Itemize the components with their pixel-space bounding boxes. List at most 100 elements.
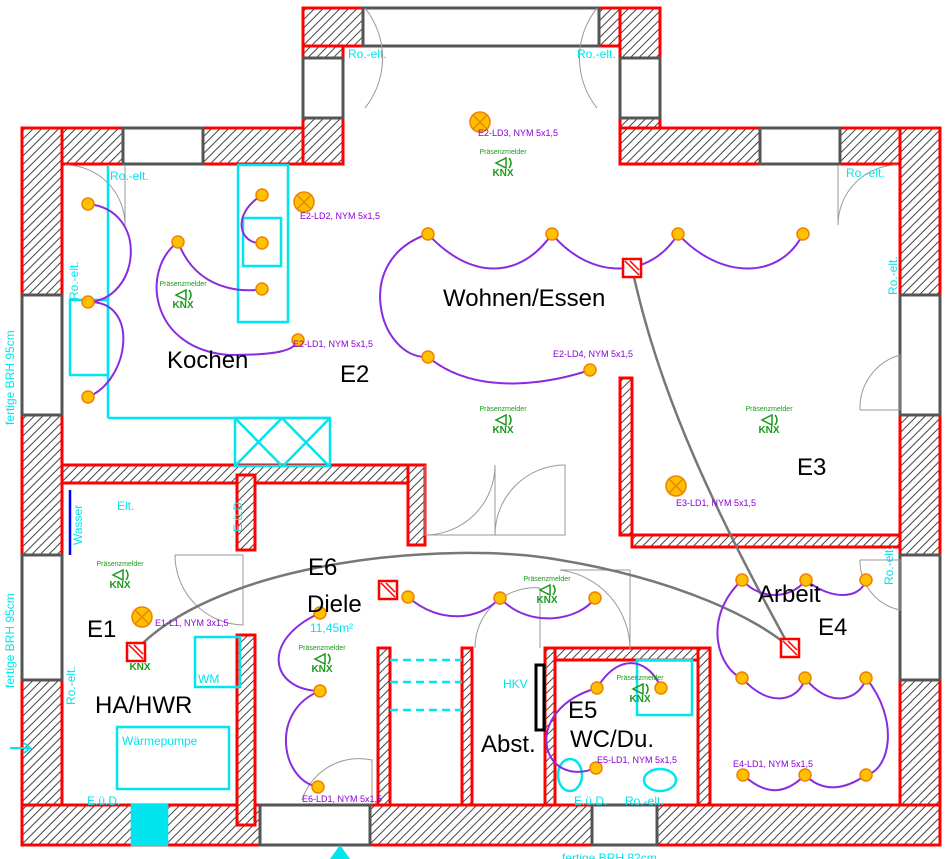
svg-text:Präsenzmelder: Präsenzmelder <box>159 281 207 288</box>
circuit-e5-ld1: E5-LD1, NYM 5x1,5 <box>597 755 677 765</box>
ceiling-lamp-icon <box>588 591 602 605</box>
ceiling-lamp-icon <box>796 227 810 241</box>
entrance-arrow-icon <box>10 742 33 754</box>
brh-95-label: fertige BRH 95cm <box>3 330 17 425</box>
circuit-e2-ld2: E2-LD2, NYM 5x1,5 <box>300 211 380 221</box>
ro-elt-label: Ro.-elt. <box>882 546 896 585</box>
room-label-e4: E4 <box>818 614 847 641</box>
circuit-e3-ld1: E3-LD1, NYM 5x1,5 <box>676 498 756 508</box>
svg-text:KNX: KNX <box>758 425 779 436</box>
svg-text:KNX: KNX <box>492 425 513 436</box>
circuit-e6-ld1: E6-LD1, NYM 5x1,5 <box>302 794 382 804</box>
room-label-wc: WC/Du. <box>570 726 654 753</box>
svg-text:KNX: KNX <box>311 664 332 675</box>
svg-text:KNX: KNX <box>492 168 513 179</box>
ro-elt-label: Ro.-elt. <box>67 261 81 300</box>
svg-text:KNX: KNX <box>629 694 650 705</box>
circuit-e1-l1: E1-L1, NYM 3x1,5 <box>155 618 229 628</box>
waermepumpe-label: Wärmepumpe <box>122 734 198 748</box>
ceiling-lamp-icon <box>545 227 559 241</box>
lamps <box>81 111 873 794</box>
svg-text:Präsenzmelder: Präsenzmelder <box>523 576 571 583</box>
room-label-e3: E3 <box>797 454 826 481</box>
ceiling-lamp-icon <box>171 235 185 249</box>
ceiling-lamp-icon <box>81 390 95 404</box>
ceiling-lamp-icon <box>313 684 327 698</box>
hkv-label: HKV <box>503 677 528 691</box>
room-label-e6: E6 <box>308 554 337 581</box>
ceiling-lamp-icon <box>421 227 435 241</box>
ceiling-lamp-icon <box>799 573 813 587</box>
svg-text:Präsenzmelder: Präsenzmelder <box>479 149 527 156</box>
ro-elt-label: Ro.-elt. <box>886 256 900 295</box>
wasser-label: Wasser <box>71 505 85 545</box>
room-label-diele: Diele <box>307 591 362 618</box>
eud-label: E.ü.D. <box>574 794 607 808</box>
circuit-e2-ld1: E2-LD1, NYM 5x1,5 <box>293 339 373 349</box>
circuit-e2-ld4: E2-LD4, NYM 5x1,5 <box>553 349 633 359</box>
ro-elt-label: Ro.-elt. <box>348 47 387 61</box>
ceiling-lamp-icon <box>81 197 95 211</box>
ceiling-lamp-icon <box>735 573 749 587</box>
svg-text:Präsenzmelder: Präsenzmelder <box>96 561 144 568</box>
ceiling-lamp-icon <box>859 671 873 685</box>
circuit-e4-ld1: E4-LD1, NYM 5x1,5 <box>733 759 813 769</box>
ro-elt-label: Ro.-elt. <box>846 166 885 180</box>
svg-text:KNX: KNX <box>109 580 130 591</box>
brh-82-label: fertige BRH 82cm <box>562 851 657 859</box>
room-label-kochen: Kochen <box>167 347 248 374</box>
svg-text:Präsenzmelder: Präsenzmelder <box>298 645 346 652</box>
svg-text:KNX: KNX <box>536 595 557 606</box>
ceiling-lamp-icon <box>590 681 604 695</box>
circuit-labels: E2-LD3, NYM 5x1,5 E2-LD2, NYM 5x1,5 E2-L… <box>155 128 813 804</box>
wall-lamp-icon <box>665 475 687 497</box>
knx-box-icon <box>377 579 399 601</box>
room-label-abst: Abst. <box>481 731 536 758</box>
interior-walls <box>60 376 902 827</box>
wall-lamp-icon <box>131 606 153 628</box>
room-label-arbeit: Arbeit <box>758 581 821 608</box>
knx-box-icon <box>621 257 643 279</box>
wall-lamp-icon <box>293 191 315 213</box>
fixtures <box>68 163 694 847</box>
eud-label: E.ü.D. <box>87 794 120 808</box>
knx-label: KNX <box>129 662 150 673</box>
ro-elt-label: Ro.-elt. <box>577 47 616 61</box>
ceiling-lamp-icon <box>859 768 873 782</box>
ceiling-lamp-icon <box>654 681 668 695</box>
ceiling-lamp-icon <box>291 333 305 347</box>
ceiling-lamp-icon <box>798 768 812 782</box>
svg-text:Präsenzmelder: Präsenzmelder <box>745 406 793 413</box>
ro-elt-label: Ro.-elt. <box>110 169 149 183</box>
ceiling-lamp-icon <box>859 573 873 587</box>
ceiling-lamp-icon <box>589 761 603 775</box>
brh-95-label: fertige BRH 95cm <box>3 593 17 688</box>
ceiling-lamp-icon <box>255 236 269 250</box>
ceiling-lamp-icon <box>255 188 269 202</box>
room-label-hwr: HA/HWR <box>95 692 192 719</box>
ceiling-lamp-icon <box>736 768 750 782</box>
ceiling-lamp-icon <box>798 671 812 685</box>
ceiling-lamp-icon <box>583 363 597 377</box>
presence-sensors: PräsenzmelderKNXPräsenzmelderKNXPräsenzm… <box>96 149 793 705</box>
svg-text:Präsenzmelder: Präsenzmelder <box>616 675 664 682</box>
room-labels: Kochen E2 Wohnen/Essen E3 E1 HA/HWR E6 D… <box>87 285 847 758</box>
ceiling-lamp-icon <box>311 780 325 794</box>
room-label-e1: E1 <box>87 616 116 643</box>
circuit-e2-ld3: E2-LD3, NYM 5x1,5 <box>478 128 558 138</box>
elt-label: Elt. <box>117 499 134 513</box>
knx-actuator-boxes: KNX <box>125 257 801 673</box>
eud-label: E.ü.D. <box>231 499 245 532</box>
room-label-e5: E5 <box>568 697 597 724</box>
room-label-e2: E2 <box>340 361 369 388</box>
ro-elt-label: Ro.-elt. <box>64 666 78 705</box>
svg-text:KNX: KNX <box>172 300 193 311</box>
ro-elt-label: Ro.-elt. <box>625 794 664 808</box>
